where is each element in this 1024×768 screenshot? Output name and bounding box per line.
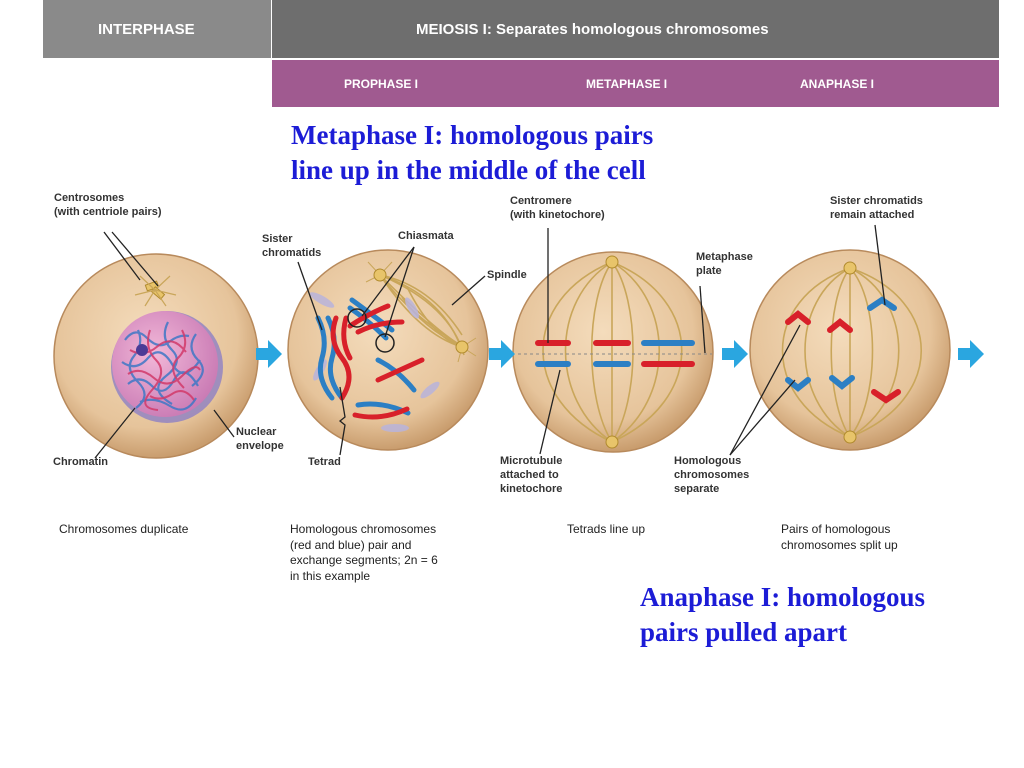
meiosis-header: MEIOSIS I: Separates homologous chromoso… (272, 0, 999, 58)
anaphase-caption: Pairs of homologous chromosomes split up (781, 522, 898, 552)
chromatin-label: Chromatin (53, 456, 108, 468)
anaphase-note: Anaphase I: homologous pairs pulled apar… (640, 582, 926, 648)
microtubule-label: Microtubule attached to kinetochore (500, 455, 563, 495)
arrow-icon (722, 340, 748, 368)
metaphase-plate-label: Metaphase plate (696, 251, 753, 277)
interphase-header-label: INTERPHASE (98, 20, 195, 38)
metaphase-note: Metaphase I: homologous pairs line up in… (291, 120, 654, 186)
prophase-cell (287, 249, 489, 451)
anaphase-cell (749, 249, 951, 451)
chiasmata-label: Chiasmata (398, 230, 454, 242)
arrow-icon (489, 340, 515, 368)
centromere-label: Centromere (with kinetochore) (510, 195, 605, 221)
sister-chromatids-attached-label: Sister chromatids remain attached (830, 195, 923, 221)
arrow-icon (256, 340, 282, 368)
metaphase-label: METAPHASE I (586, 76, 668, 91)
meiosis-header-label: MEIOSIS I: Separates homologous chromoso… (416, 20, 769, 38)
spindle-label: Spindle (487, 269, 527, 281)
phase-header: PROPHASE I METAPHASE I ANAPHASE I (272, 60, 999, 107)
arrow-icon (958, 340, 984, 368)
homologous-separate-label: Homologous chromosomes separate (674, 455, 750, 495)
tetrad-label: Tetrad (308, 456, 341, 468)
prophase-caption: Homologous chromosomes (red and blue) pa… (290, 522, 438, 583)
centrosomes-label: Centrosomes (with centriole pairs) (54, 192, 162, 218)
metaphase-cell (512, 251, 714, 453)
anaphase-label: ANAPHASE I (800, 76, 875, 91)
nuclear-envelope-label: Nuclear envelope (236, 426, 284, 452)
stage-arrows (256, 340, 984, 368)
interphase-header: INTERPHASE (43, 0, 271, 58)
sister-chromatids-label: Sister chromatids (262, 233, 322, 259)
interphase-caption: Chromosomes duplicate (59, 522, 189, 536)
leader-lines (94, 224, 886, 459)
prophase-label: PROPHASE I (344, 76, 419, 91)
metaphase-caption: Tetrads line up (567, 522, 646, 536)
interphase-cell (53, 253, 259, 459)
